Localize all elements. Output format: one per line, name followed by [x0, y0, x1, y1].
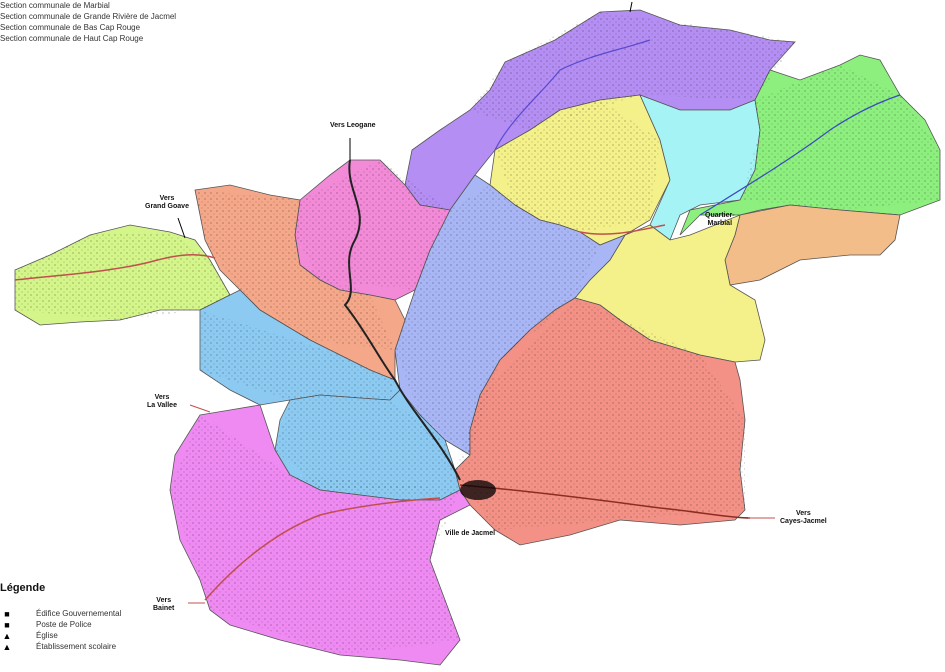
label-vers-bainet: Vers Bainet	[153, 597, 174, 613]
label-vers-leogane: Vers Leogane	[330, 122, 376, 129]
police-post-icon: ■	[4, 619, 10, 630]
section-label-2: Section communale de Grande Rivière de J…	[0, 12, 177, 21]
legend-item-label: Établissement scolaire	[36, 642, 117, 651]
road-east	[459, 484, 751, 519]
label-line: Vers	[795, 510, 811, 517]
section-label-1: Section communale de Marbial	[0, 1, 110, 10]
legend-item: ▲ Établissement scolaire	[0, 641, 121, 652]
label-line: Cayes-Jacmel	[780, 518, 827, 525]
label-vers-cayes-jacmel: Vers Cayes-Jacmel	[780, 510, 827, 526]
legend-item: ▲ Église	[0, 630, 121, 641]
road-north	[579, 224, 666, 235]
label-vers-la-vallee: Vers La Vallee	[147, 394, 177, 410]
road-west	[14, 254, 216, 281]
section-legend: Section communale de Marbial Section com…	[0, 0, 176, 44]
label-vers-grand-goave: Vers Grand Goave	[145, 195, 189, 211]
label-line: Vers	[154, 394, 170, 401]
jacmel-town	[460, 480, 496, 500]
river-green	[699, 94, 901, 216]
settlement-texture	[15, 12, 940, 655]
section-label-4: Section communale de Haut Cap Rouge	[0, 34, 144, 43]
section-label-3: Section communale de Bas Cap Rouge	[0, 23, 141, 32]
legend-item: ■ Poste de Police	[0, 619, 121, 630]
river-east	[494, 39, 651, 151]
label-ville-de-jacmel: Ville de Jacmel	[445, 530, 496, 537]
arrow-la-vallee	[189, 404, 211, 413]
map-legend: Légende ■ Édifice Gouvernemental ■ Poste…	[0, 582, 121, 652]
legend-item-label: Poste de Police	[36, 620, 92, 629]
legend-item-label: Église	[36, 631, 58, 640]
label-line: Bainet	[153, 605, 175, 612]
label-line: Quartier-	[705, 212, 735, 219]
school-icon: ▲	[2, 641, 12, 652]
legend-title: Légende	[0, 582, 46, 594]
label-line: Vers	[159, 195, 175, 202]
road-southwest	[204, 497, 441, 601]
label-quartier-marbial: Quartier- Marbial	[705, 212, 735, 228]
label-line: Marbial	[707, 220, 733, 227]
legend-item: ■ Édifice Gouvernemental	[0, 608, 121, 619]
label-line: Vers	[156, 597, 172, 604]
government-building-icon: ■	[4, 608, 10, 619]
region-peach-east	[724, 204, 901, 286]
arrow-north	[629, 1, 633, 13]
label-line: La Vallee	[147, 402, 177, 409]
label-line: Grand Goave	[145, 203, 189, 210]
legend-item-label: Édifice Gouvernemental	[36, 609, 122, 618]
arrow-grand-goave	[177, 217, 186, 239]
church-icon: ▲	[2, 630, 12, 641]
river-main	[343, 159, 461, 481]
